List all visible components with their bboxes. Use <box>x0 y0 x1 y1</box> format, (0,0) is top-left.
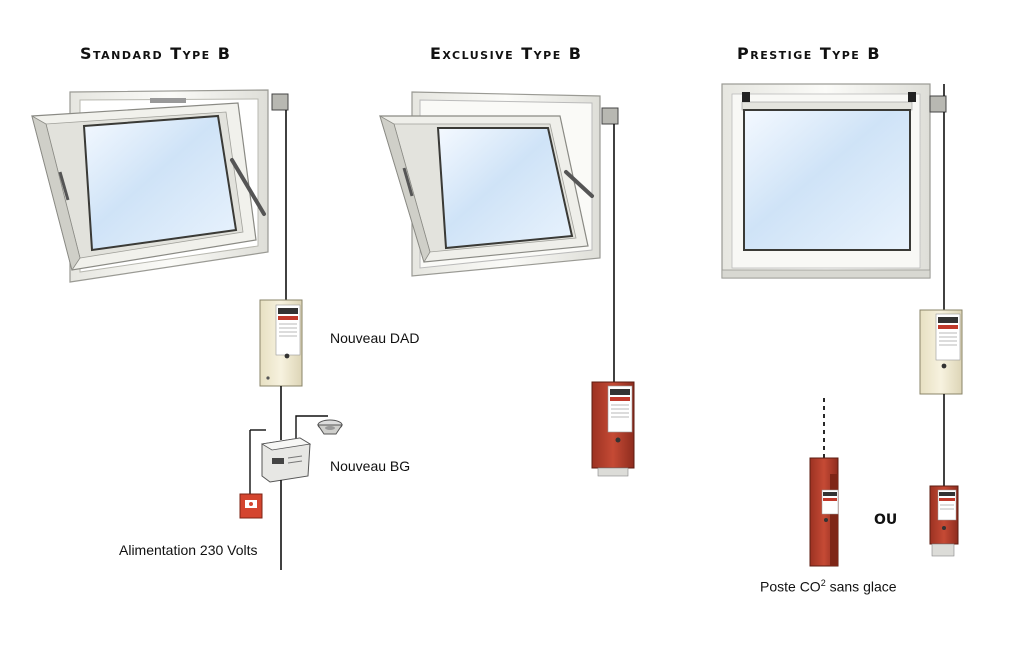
label-nouveau-bg: Nouveau BG <box>330 458 411 474</box>
label-or: OU <box>874 512 898 528</box>
label-co2-prefix: Poste CO <box>760 578 821 595</box>
title-standard-type-b: Standard Type B <box>80 44 232 63</box>
dad-cabinet-standard <box>259 299 303 387</box>
label-co2-post: Poste CO2 sans glace <box>760 578 897 595</box>
standard-window <box>31 89 289 283</box>
co2-post-without-glass <box>809 457 839 567</box>
dad-cabinet-prestige <box>919 309 963 395</box>
title-prestige-type-b: Prestige Type B <box>737 44 882 63</box>
label-co2-suffix: sans glace <box>825 578 897 595</box>
label-co2-sup: 2 <box>820 578 826 588</box>
exclusive-window <box>379 91 619 277</box>
red-co2-cabinet-small <box>929 485 959 557</box>
manual-call-point <box>239 493 263 519</box>
prestige-window <box>721 83 931 279</box>
motor-prestige <box>929 95 947 113</box>
title-exclusive-type-b: Exclusive Type B <box>430 44 583 63</box>
red-co2-cabinet-exclusive <box>591 381 635 477</box>
smoke-detector <box>317 419 343 435</box>
label-power-supply: Alimentation 230 Volts <box>119 542 258 558</box>
bg-control-unit <box>249 415 328 500</box>
label-nouveau-dad: Nouveau DAD <box>330 330 420 346</box>
